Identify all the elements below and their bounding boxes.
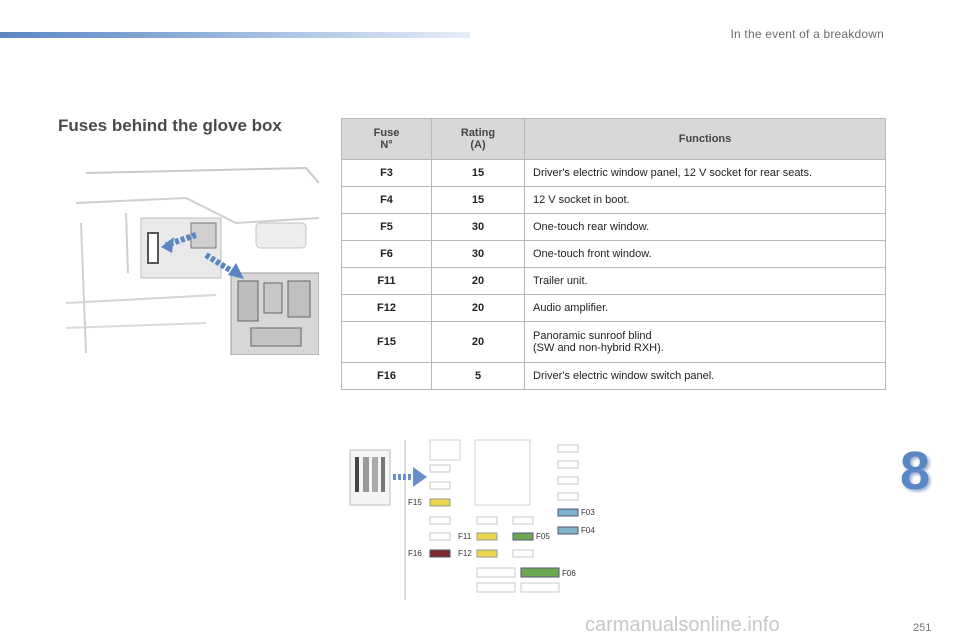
table-row: F16 5 Driver's electric window switch pa…: [341, 362, 886, 390]
table-header-row: Fuse N° Rating (A) Functions: [341, 118, 886, 160]
header-accent-bar: [0, 32, 470, 38]
header-number-label: N°: [380, 139, 393, 151]
header-functions: Functions: [524, 118, 886, 160]
fuse-f11-label: F11: [458, 532, 472, 541]
fuse-table: Fuse N° Rating (A) Functions F3 15 Drive…: [341, 118, 886, 390]
header-amp-label: (A): [470, 139, 486, 151]
fuse-rating: 15: [431, 159, 525, 187]
section-title: Fuses behind the glove box: [58, 116, 282, 135]
fuse-rating: 30: [431, 213, 525, 241]
fuse-number: F4: [341, 186, 432, 214]
fuse-rating: 20: [431, 294, 525, 322]
fuse-f16-slot: [429, 549, 451, 558]
fuse-f04-label: F04: [581, 526, 595, 535]
table-row: F6 30 One-touch front window.: [341, 240, 886, 268]
fuse-layout-diagram: F15 F16 F11 F12 F05 F03 F04 F06: [349, 439, 595, 600]
fuse-f04-slot: [557, 526, 579, 535]
table-row: F3 15 Driver's electric window panel, 12…: [341, 159, 886, 187]
header-fuse-number: Fuse N°: [341, 118, 432, 160]
fuse-f05-slot: [512, 532, 534, 541]
fuse-f11-slot: [476, 532, 498, 541]
fuse-number: F5: [341, 213, 432, 241]
table-row: F5 30 One-touch rear window.: [341, 213, 886, 241]
table-row: F15 20 Panoramic sunroof blind (SW and n…: [341, 321, 886, 363]
chapter-header-title: In the event of a breakdown: [730, 27, 884, 41]
header-rating: Rating (A): [431, 118, 525, 160]
fuse-function: Driver's electric window panel, 12 V soc…: [524, 159, 886, 187]
fuse-function: Trailer unit.: [524, 267, 886, 295]
fuse-function-line1: Panoramic sunroof blind: [533, 330, 652, 342]
fuse-rating: 30: [431, 240, 525, 268]
header-rating-label: Rating: [460, 127, 496, 139]
fuse-function: Driver's electric window switch panel.: [524, 362, 886, 390]
fuse-f15-label: F15: [408, 498, 422, 507]
fuse-number: F6: [341, 240, 432, 268]
fuse-number: F15: [341, 321, 432, 363]
fuse-f06-slot: [520, 567, 560, 578]
glove-box-illustration: [66, 163, 319, 355]
fuse-rating: 20: [431, 321, 525, 363]
fuse-f16-label: F16: [408, 549, 422, 558]
fuse-f06-label: F06: [562, 569, 576, 578]
watermark-text: carmanualsonline.info: [585, 614, 780, 636]
fuse-rating: 5: [431, 362, 525, 390]
fuse-f12-slot: [476, 549, 498, 558]
fuse-number: F12: [341, 294, 432, 322]
fuse-f03-label: F03: [581, 508, 595, 517]
fuse-number: F11: [341, 267, 432, 295]
fuse-function-line2: (SW and non-hybrid RXH).: [533, 342, 664, 354]
fuse-function: One-touch front window.: [524, 240, 886, 268]
page-number: 251: [913, 622, 932, 634]
fuse-function: One-touch rear window.: [524, 213, 886, 241]
fuse-f03-slot: [557, 508, 579, 517]
chapter-number-badge: 8: [900, 441, 931, 501]
fuse-function: Panoramic sunroof blind (SW and non-hybr…: [524, 321, 886, 363]
fuse-f12-label: F12: [458, 549, 472, 558]
table-row: F12 20 Audio amplifier.: [341, 294, 886, 322]
fuse-f05-label: F05: [536, 532, 550, 541]
fuse-number: F3: [341, 159, 432, 187]
fuse-number: F16: [341, 362, 432, 390]
table-row: F4 15 12 V socket in boot.: [341, 186, 886, 214]
fuse-f15-slot: [429, 498, 451, 507]
fuse-function: 12 V socket in boot.: [524, 186, 886, 214]
fuse-rating: 15: [431, 186, 525, 214]
fuse-rating: 20: [431, 267, 525, 295]
table-row: F11 20 Trailer unit.: [341, 267, 886, 295]
header-fuse-label: Fuse: [373, 127, 400, 139]
fuse-function: Audio amplifier.: [524, 294, 886, 322]
